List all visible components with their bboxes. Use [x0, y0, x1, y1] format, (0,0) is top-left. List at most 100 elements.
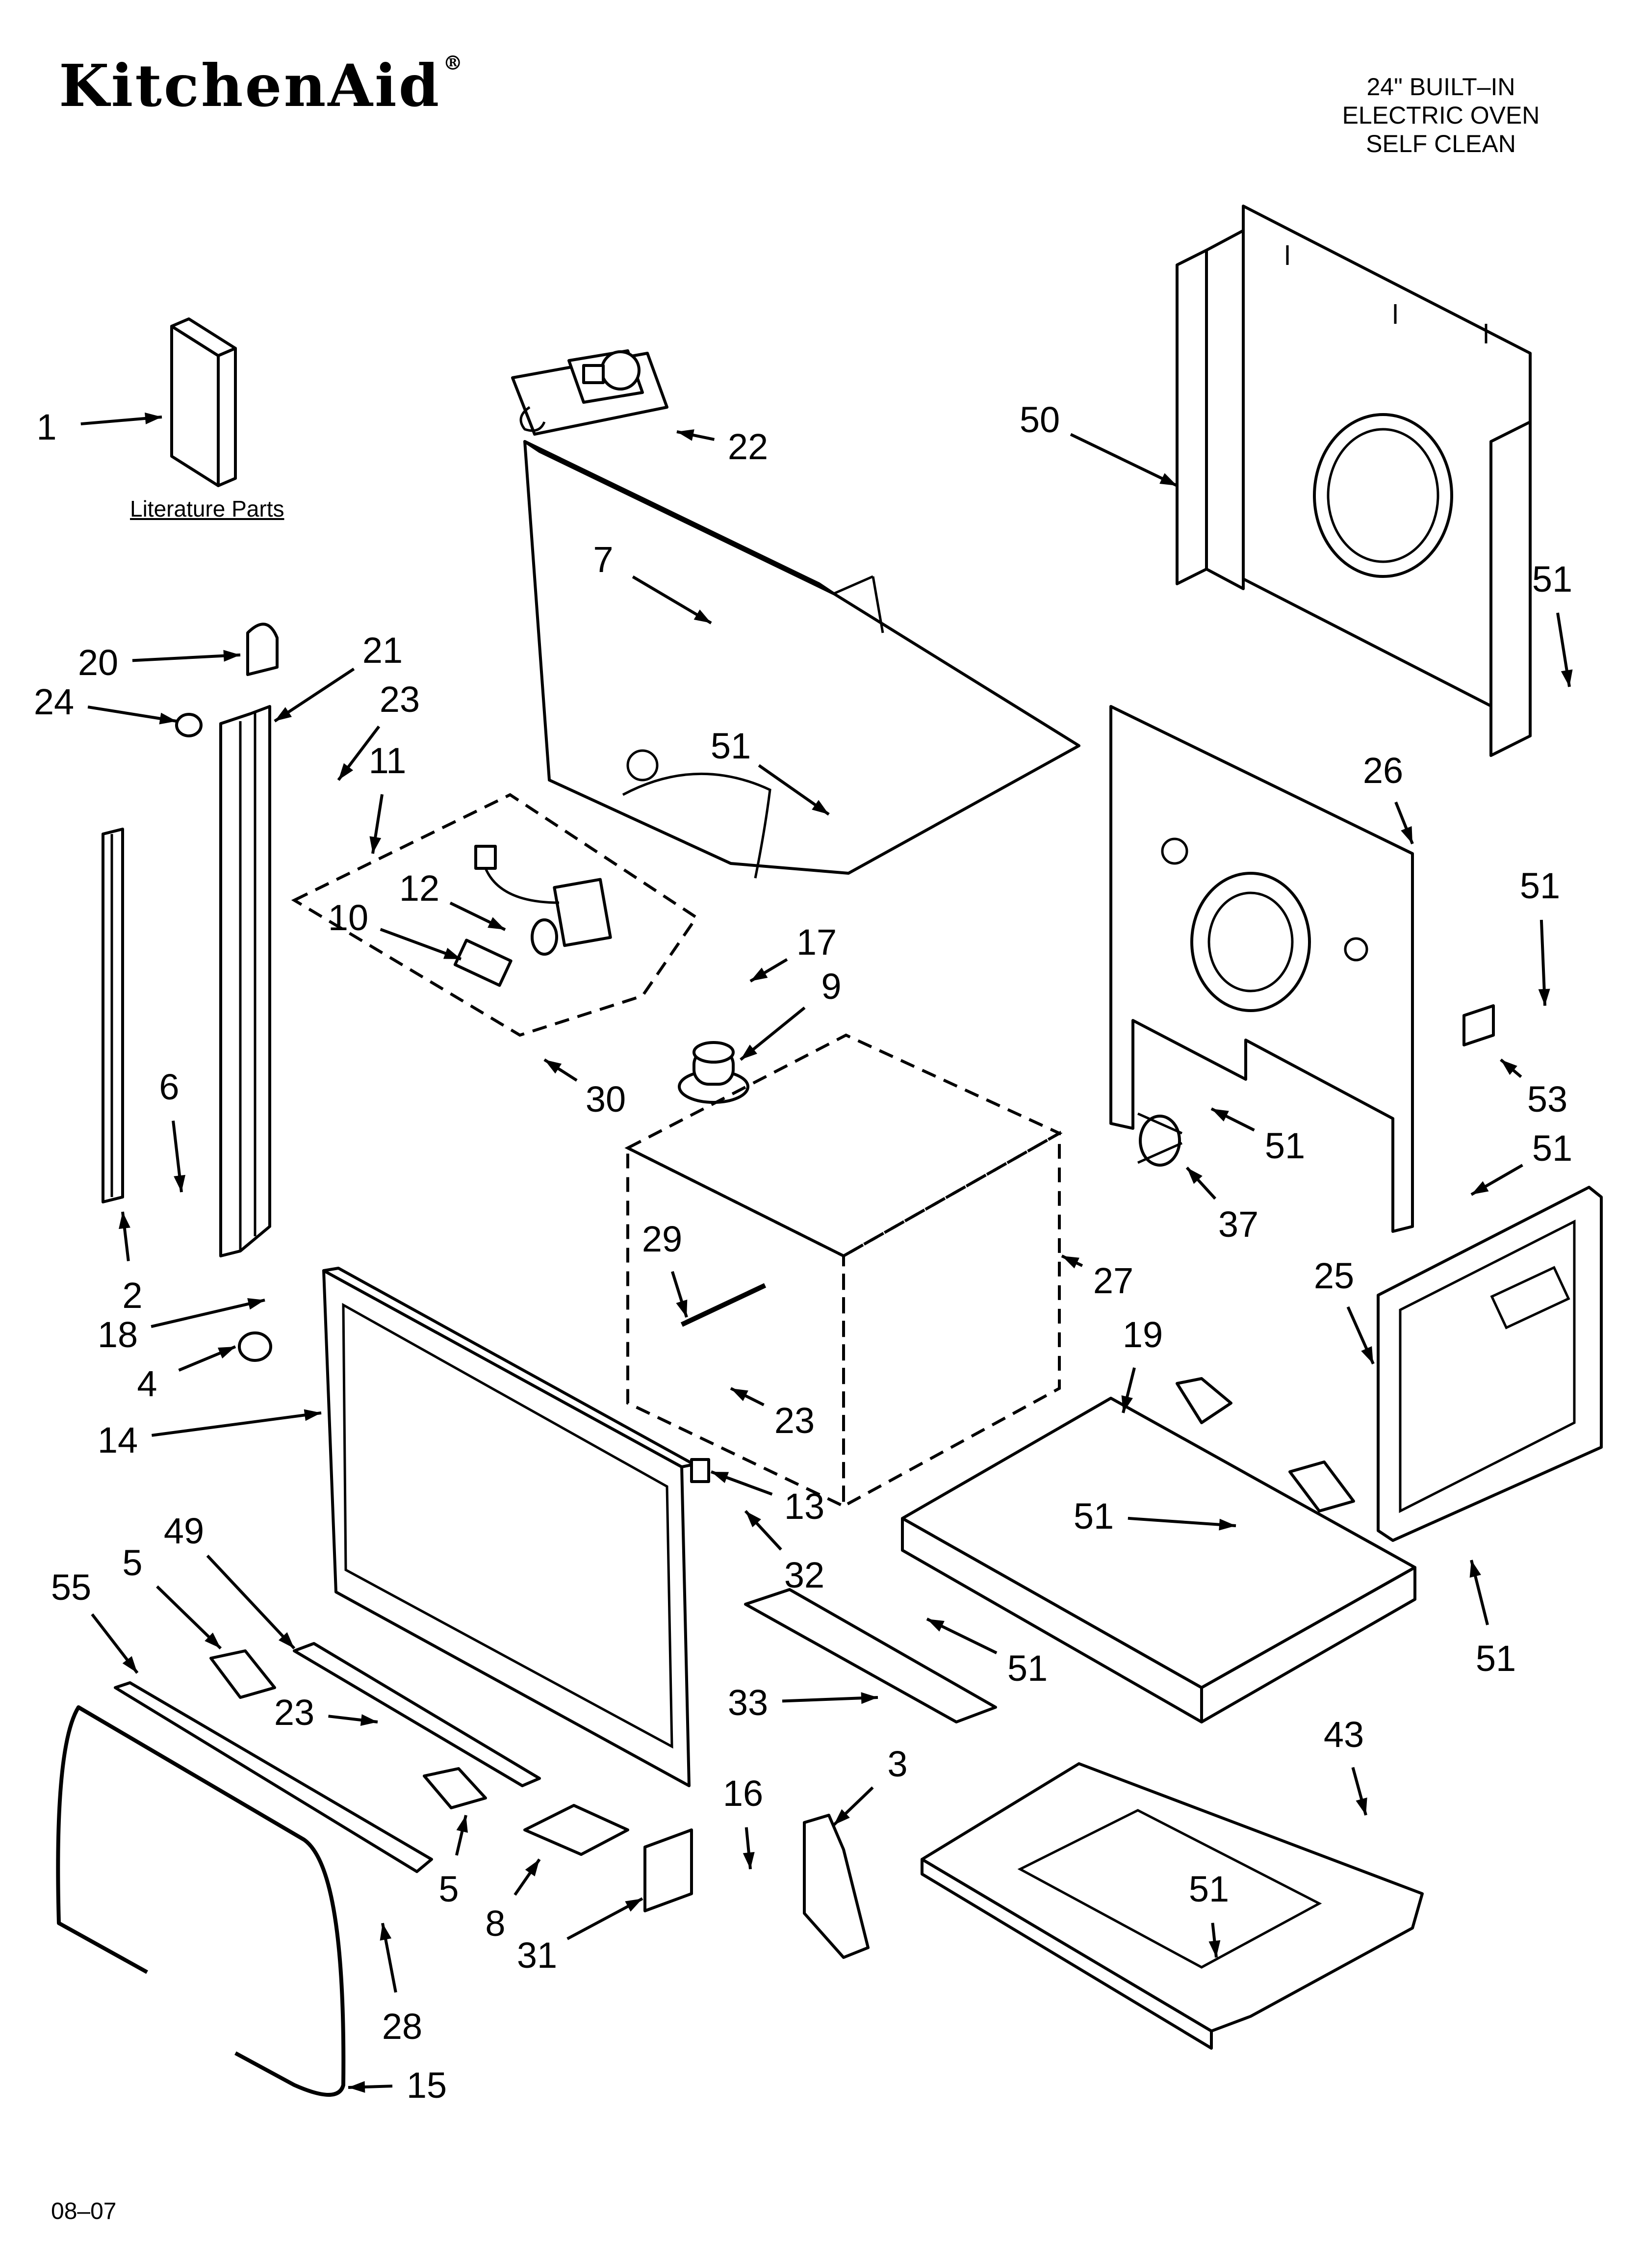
baffle-part [293, 1642, 541, 1787]
leader-arrowhead-c51f [1219, 1518, 1236, 1531]
door-latch-assembly-part [511, 349, 668, 436]
callout-number-c23a: 23 [380, 679, 420, 720]
leader-arrowhead-c43 [1356, 1798, 1367, 1815]
model-line-3: SELF CLEAN [1366, 130, 1516, 157]
callout-number-c3: 3 [887, 1744, 907, 1784]
leader-arrowhead-c32 [745, 1511, 761, 1528]
leader-arrowhead-c1 [145, 412, 162, 424]
light-lens-part [453, 938, 513, 987]
leader-arrowhead-c51b [812, 800, 829, 814]
spacer-5b-part [423, 1767, 487, 1809]
literature-book-part [170, 317, 237, 487]
leader-arrowhead-c28 [380, 1923, 392, 1941]
callout-number-c31: 31 [517, 1935, 557, 1976]
top-panel-part [523, 440, 1080, 879]
callout-number-c20: 20 [78, 642, 118, 683]
oven-sensor-part [680, 1283, 767, 1327]
leader-line-c18 [151, 1299, 265, 1329]
callout-number-c27: 27 [1093, 1260, 1133, 1301]
callout-number-c43: 43 [1324, 1714, 1364, 1755]
callout-number-c22: 22 [728, 426, 768, 467]
brand-name: KitchenAid [59, 52, 441, 120]
leader-arrowhead-c9 [741, 1044, 757, 1060]
callout-number-c51i: 51 [1189, 1869, 1229, 1909]
oven-back-panel-part [1109, 705, 1414, 1233]
leader-arrowhead-c49 [278, 1632, 294, 1648]
callout-number-c12: 12 [399, 868, 439, 909]
callout-number-c16: 16 [723, 1773, 763, 1814]
leader-arrowhead-c19 [1121, 1395, 1133, 1413]
leader-arrowhead-c10 [443, 947, 461, 959]
leader-arrowhead-c5a [205, 1632, 221, 1648]
callout-number-c53: 53 [1527, 1079, 1567, 1120]
callout-number-c24: 24 [34, 681, 74, 722]
bottom-tray-part [921, 1762, 1424, 2050]
leader-arrowhead-c24 [159, 712, 177, 725]
leader-arrowhead-c51i [1208, 1940, 1221, 1957]
callout-number-c49: 49 [164, 1511, 204, 1551]
leader-arrowhead-c25 [1361, 1346, 1373, 1364]
callout-number-c26: 26 [1363, 750, 1403, 791]
thermostat-part [1137, 1112, 1183, 1167]
leader-arrowhead-c6 [174, 1174, 185, 1192]
callout-number-c30: 30 [586, 1079, 626, 1120]
spacer-5a-part [209, 1649, 276, 1699]
leader-arrowhead-c7 [693, 609, 711, 623]
leader-line-c50 [1070, 433, 1178, 487]
leader-arrowhead-c50 [1159, 473, 1177, 486]
callout-number-c50: 50 [1020, 399, 1060, 440]
door-frame-part [322, 1267, 695, 1787]
cap-part [246, 623, 279, 676]
callout-number-c25: 25 [1314, 1255, 1354, 1296]
leader-arrowhead-c16 [743, 1852, 755, 1869]
callout-number-c32: 32 [784, 1555, 824, 1595]
callout-number-c55: 55 [51, 1567, 91, 1608]
leader-arrowhead-c53 [1501, 1060, 1517, 1075]
leader-arrowhead-c8 [525, 1859, 539, 1877]
bracket-53-part [1462, 1004, 1495, 1046]
leader-arrowhead-c23b [731, 1388, 748, 1401]
leader-line-c14 [151, 1411, 322, 1437]
hinge-receptacle-part [643, 1828, 693, 1912]
callout-number-c33: 33 [728, 1682, 768, 1723]
leader-arrowhead-c4 [218, 1347, 235, 1359]
callout-number-c1: 1 [36, 407, 56, 447]
callout-number-c15: 15 [407, 2065, 447, 2106]
grommet-part [175, 713, 203, 737]
callout-number-c9: 9 [821, 966, 841, 1007]
callout-number-c7: 7 [593, 539, 613, 580]
leader-arrowhead-c22 [677, 429, 694, 441]
callout-number-c6: 6 [159, 1067, 179, 1107]
leader-arrowhead-c51g [1469, 1560, 1481, 1578]
callout-number-c8: 8 [485, 1903, 505, 1944]
date-code: 08–07 [51, 2198, 117, 2224]
knob-part [238, 1331, 272, 1362]
leader-arrowhead-c55 [122, 1656, 137, 1673]
leader-arrowhead-c2 [119, 1212, 130, 1229]
registered-mark: ® [443, 52, 465, 75]
oven-cavity-part [624, 1033, 1063, 1509]
leader-arrowhead-c17 [750, 967, 768, 981]
rear-panel-part [1176, 205, 1532, 757]
leader-arrowhead-c13 [711, 1472, 729, 1484]
callout-number-c17: 17 [796, 922, 837, 963]
leader-arrowhead-c3 [834, 1809, 850, 1825]
side-trim-right-part [219, 705, 271, 1257]
leader-arrowhead-c51c [1538, 989, 1550, 1006]
brand-logo: KitchenAid® [59, 52, 464, 120]
leader-arrowhead-c37 [1187, 1168, 1203, 1184]
callout-number-c19: 19 [1123, 1314, 1163, 1355]
callout-number-c23b: 23 [774, 1400, 815, 1441]
leader-arrowhead-c51h [927, 1619, 945, 1632]
leader-arrowhead-c14 [304, 1409, 321, 1421]
callout-number-c11: 11 [369, 740, 407, 781]
leader-line-c49 [206, 1555, 296, 1650]
callout-number-c51b: 51 [711, 726, 751, 766]
clip-part [690, 1458, 710, 1483]
callout-number-c13: 13 [784, 1486, 824, 1527]
leader-arrowhead-c27 [1062, 1256, 1079, 1269]
leader-arrowhead-c21 [275, 707, 292, 721]
callout-number-c51h: 51 [1007, 1648, 1048, 1689]
